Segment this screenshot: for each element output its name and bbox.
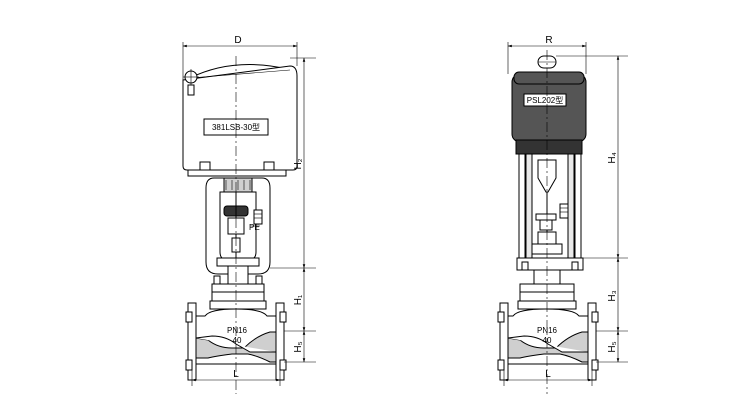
svg-text:PE: PE xyxy=(249,223,260,232)
svg-text:R: R xyxy=(545,35,552,46)
left-pressure-label: PN16 xyxy=(227,326,248,335)
right-yoke xyxy=(518,153,582,261)
svg-text:H₄: H₄ xyxy=(607,152,618,163)
left-size-label: 40 xyxy=(233,336,242,345)
left-actuator: 381LSB-30型 xyxy=(182,64,298,177)
left-yoke: PE xyxy=(205,177,271,275)
right-dim-L: L xyxy=(503,369,593,386)
right-actuator-label: PSL202型 xyxy=(527,96,563,105)
right-dim-R: R xyxy=(507,35,587,74)
right-pressure-label: PN16 xyxy=(537,326,558,335)
left-actuator-label: 381LSB-30型 xyxy=(212,123,260,132)
right-dim-heights: H₄ H₃ H₅ xyxy=(556,55,628,363)
left-dim-L: L xyxy=(191,369,281,386)
right-actuator-label-box xyxy=(523,93,567,107)
right-bonnet xyxy=(516,257,584,310)
svg-text:H₂: H₂ xyxy=(293,158,304,169)
svg-text:L: L xyxy=(545,369,551,380)
svg-text:H₅: H₅ xyxy=(293,341,304,352)
right-valve-assembly: PSL202型 xyxy=(497,35,628,394)
svg-text:H₃: H₃ xyxy=(607,290,618,301)
left-valve-assembly: 381LSB-30型 PE xyxy=(182,35,316,394)
svg-text:H₅: H₅ xyxy=(607,341,618,352)
left-bonnet xyxy=(209,257,267,310)
svg-text:L: L xyxy=(233,369,239,380)
svg-text:D: D xyxy=(234,35,241,46)
left-dim-heights: H₂ H₁ H₅ xyxy=(270,57,316,363)
svg-text:H₁: H₁ xyxy=(293,294,304,305)
right-actuator: PSL202型 xyxy=(511,55,587,155)
left-dim-D: D xyxy=(182,35,298,80)
left-valve-body: PN16 40 xyxy=(185,302,287,381)
